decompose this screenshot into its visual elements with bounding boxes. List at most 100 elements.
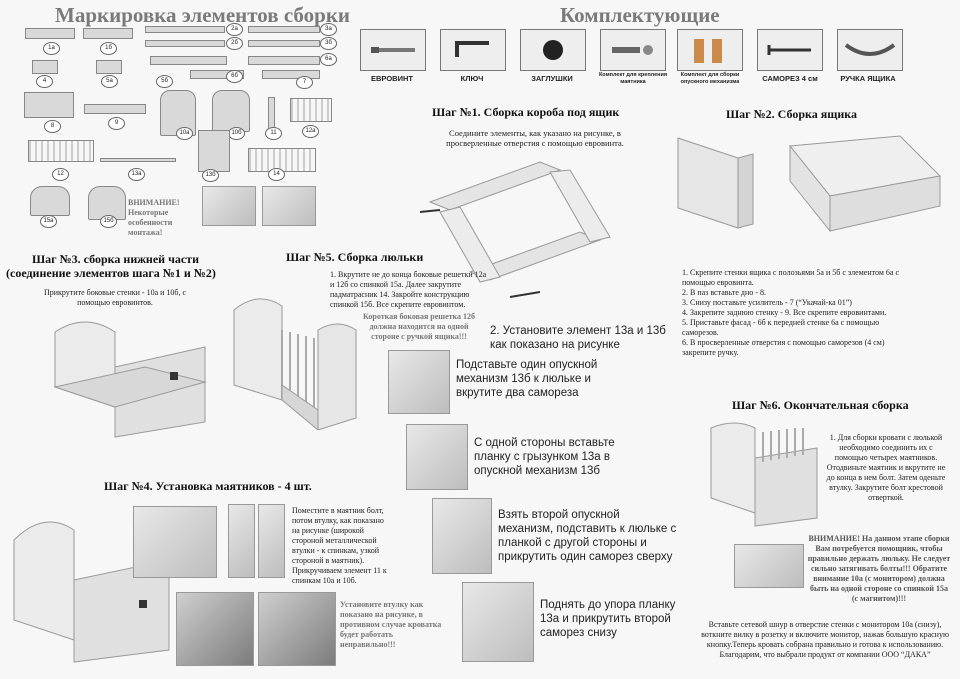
part-label: 4 [36,75,53,88]
part-9 [84,104,146,114]
step6-title: Шаг №6. Окончательная сборка [732,398,909,412]
marking-warning: ВНИМАНИЕ! Некоторые особенности монтажа! [128,198,180,237]
step5-photo-4 [462,582,534,662]
cap-icon [520,29,586,71]
step3-bed-base-illustration [45,312,215,442]
step1-text: Соедините элементы, как указано на рисун… [446,128,624,148]
step2-drawer-illustration [780,126,950,246]
step5-photo-3 [432,498,492,574]
part-7 [262,70,320,79]
part-12 [28,140,94,162]
part-5b [150,56,227,65]
part-label: 10а [176,127,193,140]
step3-title-line1: Шаг №3. сборка нижней части [32,252,199,266]
warning-photo-2 [262,186,316,226]
part-label: 6а [320,53,337,66]
eurovint-icon [360,29,426,71]
step5-text: 1. Вкрутите не до конца боковые решетки … [330,270,487,309]
part-3b [248,40,320,47]
part-label: 5б [156,75,173,88]
part-2b [145,40,225,47]
part-label: 12 [52,168,69,181]
step4-bushing-photo-1 [176,592,254,666]
step6-warning: ВНИМАНИЕ! На данном этапе сборки Вам пот… [807,534,951,603]
drawer-handle-icon [837,29,903,71]
part-label: 3а [320,23,337,36]
part-13a [100,158,176,162]
step5-sub4: Поднять до упора планку 13а и прикрутить… [540,599,676,639]
step5-sub2: С одной стороны вставьте планку с грызун… [474,437,615,477]
step2-instructions: 1. Скрепите стенки ящика с полозьями 5а … [682,268,907,358]
part-8 [24,92,74,118]
step4-parts-photo [133,506,217,578]
part-label: 14 [268,168,285,181]
component-label: ЕВРОВИНТ [371,74,413,83]
step5-sub1: Подставьте один опускной механизм 13б к … [456,359,598,399]
part-label: 6б [226,70,243,83]
part-label: 7 [296,76,313,89]
component-label: Комплект для сборки опускного механизма [680,72,740,85]
part-label: 3б [320,37,337,50]
part-12a [290,98,332,122]
component-label: Комплект для крепления маятника [598,72,668,85]
step5-photo-2 [406,424,468,490]
step5-cradle-illustration [228,290,358,432]
part-label: 2а [226,23,243,36]
part-13b [198,130,230,172]
step5-warning: Короткая боковая решетка 12б должна нахо… [362,312,476,341]
part-1a [25,28,75,39]
screw-icon [757,29,823,71]
part-label: 2б [226,37,243,50]
step4-title: Шаг №4. Установка маятников - 4 шт. [104,479,312,493]
step2-line: 5. Приставьте фасад - 6б к передней стен… [682,318,880,337]
step5-item2: 2. Установите элемент 13а и 13б как пока… [490,325,666,351]
step4-pendulum-photo-1 [228,504,255,578]
step2-line: 2. В паз вставьте дно - 8. [682,288,766,297]
step2-drawer-parts-illustration [668,128,763,238]
part-label: 15а [40,215,57,228]
step5-sub3: Взять второй опускной механизм, подстави… [498,509,677,563]
step2-line: 4. Закрепите заднюю стенку - 9. Все скре… [682,308,887,317]
part-label: 13б [202,169,219,182]
step5-title: Шаг №5. Сборка люльки [286,250,424,264]
pendulum-kit-icon [600,29,666,71]
part-11 [268,97,275,129]
step4-text: Поместите в маятник болт, потом втулку, … [292,506,387,585]
part-label: 11 [265,127,282,140]
component-label: КЛЮЧ [460,74,484,83]
component-label: ЗАГЛУШКИ [531,74,573,83]
part-3a [248,26,320,33]
step2-line: 6. В просверленные отверстия с помощью с… [682,338,885,357]
part-1b [83,28,133,39]
step4-bed-illustration [4,500,174,665]
part-label: 15б [100,215,117,228]
component-label: САМОРЕЗ 4 см [762,74,818,83]
step2-line: 1. Скрепите стенки ящика с полозьями 5а … [682,268,899,287]
step4-pendulum-photo-2 [258,504,285,578]
part-label: 9 [108,117,125,130]
part-2a [145,26,225,33]
step2-title: Шаг №2. Сборка ящика [726,107,858,121]
step6-monitor-photo [734,544,804,588]
part-label: 1б [100,42,117,55]
marking-parts-area: 1а 1б 2а 2б 3а 3б 4 5а 5б 6б 6а 7 8 9 10… [0,22,337,242]
part-5a [96,60,122,74]
step1-frame-illustration [410,152,640,312]
part-10b [212,90,250,132]
part-15b [88,186,126,220]
part-14 [248,148,316,172]
marking-title: Маркировка элементов сборки [55,3,351,27]
part-label: 13а [128,168,145,181]
part-label: 10б [228,127,245,140]
part-15a [30,186,70,216]
step6-text: 1. Для сборки кровати с люлькой необходи… [826,433,946,502]
step3-text: Прикрутите боковые стенки - 10а и 10б, с… [43,288,187,307]
step6-final-bed-illustration [705,418,823,528]
step5-photo-1 [388,350,450,414]
part-label: 1а [43,42,60,55]
part-label: 8 [44,120,61,133]
step2-line: 3. Снизу поставьте усилитель - 7 (“Укача… [682,298,852,307]
components-title: Комплектующие [560,3,720,27]
part-label: 12а [302,125,319,138]
part-6b [190,70,244,79]
